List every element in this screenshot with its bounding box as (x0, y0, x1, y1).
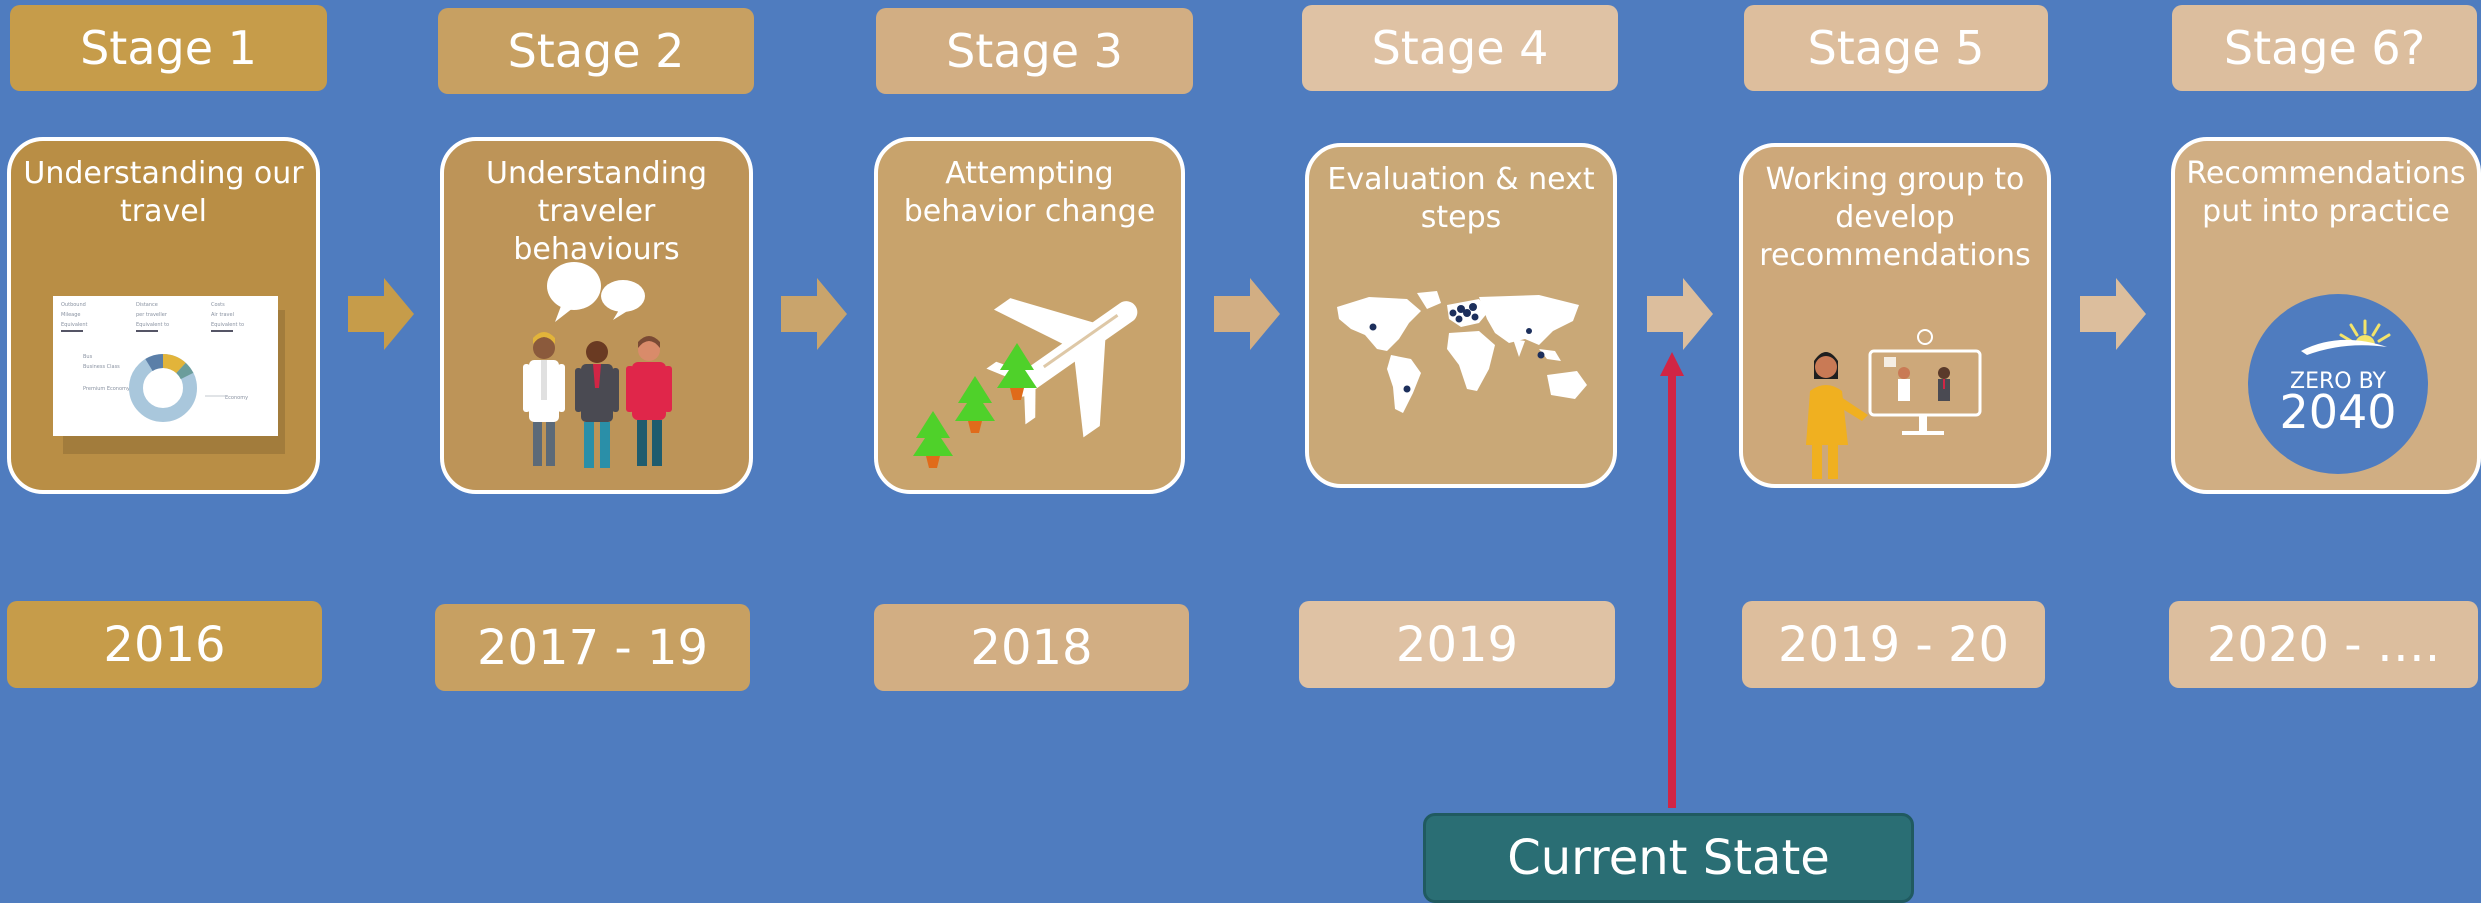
stage-2-card: Understanding traveler behaviours (440, 137, 753, 494)
stage-6-years-text: 2020 - …. (2206, 616, 2441, 673)
zero-by-2040-logo: ZERO BY 2040 (2247, 293, 2429, 479)
stage-6-label-text: Stage 6? (2223, 21, 2426, 75)
dashboard-value-1: Mileage (61, 312, 80, 318)
stage-2-years-text: 2017 - 19 (476, 619, 709, 676)
dashboard-column-3: Costs (211, 302, 225, 308)
stage-5-label: Stage 5 (1744, 5, 2048, 91)
dashboard-subvalue-3: Equivalent to (211, 322, 244, 328)
stage-3-card: Attempting behavior change (874, 137, 1185, 494)
stage-1-years-text: 2016 (103, 616, 226, 673)
stage-2-years: 2017 - 19 (435, 604, 750, 691)
stage-1-title: Understanding our travel (23, 156, 304, 229)
stage-3-title: Attempting behavior change (903, 156, 1156, 229)
stage-4-label-text: Stage 4 (1371, 21, 1549, 75)
dashboard-value-2: per traveller (136, 312, 168, 318)
stage-2-label: Stage 2 (438, 8, 754, 94)
stage-4-years: 2019 (1299, 601, 1615, 688)
dashboard-row-1: Bus (83, 354, 93, 360)
stage-2-label-text: Stage 2 (507, 24, 685, 78)
stage-5-years-text: 2019 - 20 (1777, 616, 2010, 673)
stage-3-years-text: 2018 (970, 619, 1093, 676)
arrow-right-icon (348, 278, 414, 350)
current-state-label: Current State (1423, 813, 1914, 903)
tree-icon (997, 343, 1037, 400)
dashboard-row-3: Premium Economy (83, 386, 130, 392)
stage-4-title: Evaluation & next steps (1327, 162, 1595, 235)
stage-4-label: Stage 4 (1302, 5, 1618, 91)
stage-2-title: Understanding traveler behaviours (485, 156, 708, 267)
stage-1-years: 2016 (7, 601, 322, 688)
dashboard-column-1: Outbound (61, 302, 86, 308)
stage-6-title: Recommendations put into practice (2186, 156, 2466, 229)
stage-6-label: Stage 6? (2172, 5, 2477, 91)
tree-icon (913, 411, 953, 468)
dashboard-column-2: Distance (136, 302, 158, 308)
person-icon (1806, 352, 1868, 479)
stage-4-years-text: 2019 (1395, 616, 1519, 673)
stage-1-label-text: Stage 1 (80, 21, 257, 75)
stage-3-label-text: Stage 3 (946, 24, 1123, 78)
arrow-right-icon (1214, 278, 1280, 350)
dashboard-subvalue-1: Equivalent (61, 322, 88, 328)
arrow-right-icon (1647, 278, 1713, 350)
stage-1-label: Stage 1 (10, 5, 327, 91)
stage-4-card: Evaluation & next steps (1305, 143, 1617, 488)
arrow-right-icon (2080, 278, 2146, 350)
stage-5-label-text: Stage 5 (1807, 21, 1985, 75)
airplane-and-trees-icon (913, 256, 1163, 490)
dashboard-row-4: Economy (225, 395, 248, 401)
current-state-pointer-arrow (1660, 352, 1684, 808)
current-state-text: Current State (1507, 830, 1830, 886)
arrow-right-icon (781, 278, 847, 350)
stage-5-card: Working group to develop recommendations (1739, 143, 2051, 488)
dashboard-row-2: Business Class (83, 364, 120, 370)
three-people-talking-icon (489, 256, 709, 490)
logo-line-1: ZERO BY (2290, 369, 2386, 394)
stage-5-years: 2019 - 20 (1742, 601, 2045, 688)
donut-chart-icon (129, 354, 197, 422)
stage-6-card: Recommendations put into practice ZERO B… (2171, 137, 2481, 494)
world-map-icon (1329, 289, 1599, 423)
dashboard-report-image: Outbound Distance Costs Mileage per trav… (53, 296, 288, 460)
stage-6-years: 2020 - …. (2169, 601, 2478, 688)
location-pins (1369, 303, 1545, 393)
stage-1-card: Understanding our travel Outbound Distan… (7, 137, 320, 494)
stage-3-years: 2018 (874, 604, 1189, 691)
logo-line-2: 2040 (2279, 385, 2396, 439)
stage-5-title: Working group to develop recommendations (1759, 162, 2031, 273)
stage-3-label: Stage 3 (876, 8, 1193, 94)
airplane-icon (986, 298, 1138, 438)
video-call-icon (1798, 327, 1998, 484)
dashboard-subvalue-2: Equivalent to (136, 322, 169, 328)
tree-icon (955, 376, 995, 433)
dashboard-value-3: Air travel (211, 312, 234, 318)
